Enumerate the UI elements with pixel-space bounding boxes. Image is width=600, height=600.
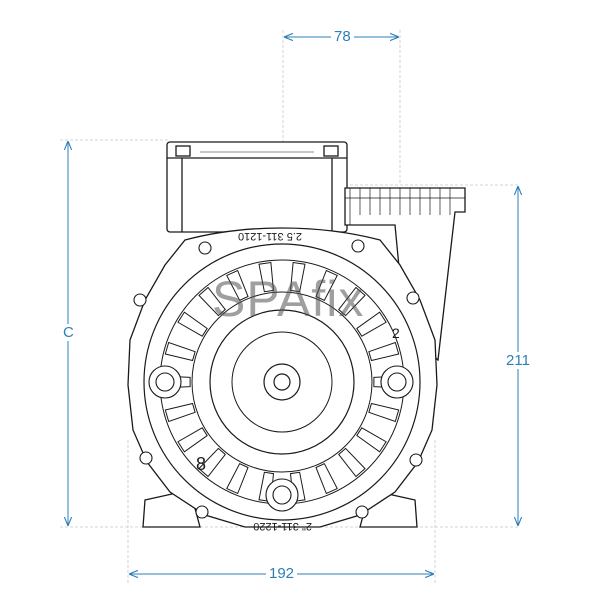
hub-ring — [209, 309, 355, 455]
vane — [315, 269, 338, 301]
vane — [177, 311, 208, 337]
vane — [198, 447, 226, 478]
vane-inner-ring — [191, 291, 373, 473]
terminal-box — [166, 141, 348, 233]
vane — [258, 261, 275, 293]
dim-label-left: C — [60, 324, 77, 341]
port-digit-left: 8 — [196, 454, 206, 474]
vane — [164, 341, 196, 362]
vane — [338, 286, 366, 317]
shaft-outer — [263, 363, 301, 401]
bolt-br — [409, 453, 423, 467]
dim-label-top: 78 — [331, 28, 354, 45]
vane — [226, 269, 249, 301]
pump-body — [127, 141, 466, 528]
hub-inner — [231, 331, 333, 433]
vane — [356, 427, 387, 453]
bolt-bbl — [195, 505, 209, 519]
dim-label-right: 211 — [503, 352, 533, 369]
vane — [356, 311, 387, 337]
bolt-ml — [133, 293, 147, 307]
bolt-tl — [198, 241, 212, 255]
top-ring-text: 2.5 311-1210 — [238, 230, 302, 242]
vane — [338, 447, 366, 478]
mid-ring — [143, 243, 421, 521]
shaft-inner — [273, 373, 291, 391]
vane — [368, 341, 400, 362]
dim-label-bottom: 192 — [266, 565, 298, 582]
vane — [226, 463, 249, 495]
bottom-ring-text: 2" 311-1220 — [253, 520, 312, 532]
bolt-bbr — [355, 505, 369, 519]
vane — [198, 286, 226, 317]
vane — [164, 402, 196, 423]
bolt-mr — [406, 291, 420, 305]
vane — [315, 463, 338, 495]
watermark: SPAfix — [212, 271, 365, 327]
vane — [289, 261, 306, 293]
fittings — [133, 239, 423, 519]
port-digit-right: 2 — [392, 325, 400, 341]
vane — [368, 402, 400, 423]
bolt-tr — [351, 239, 365, 253]
outer-housing — [127, 227, 438, 528]
bolt-bl — [139, 451, 153, 465]
vane — [177, 427, 208, 453]
